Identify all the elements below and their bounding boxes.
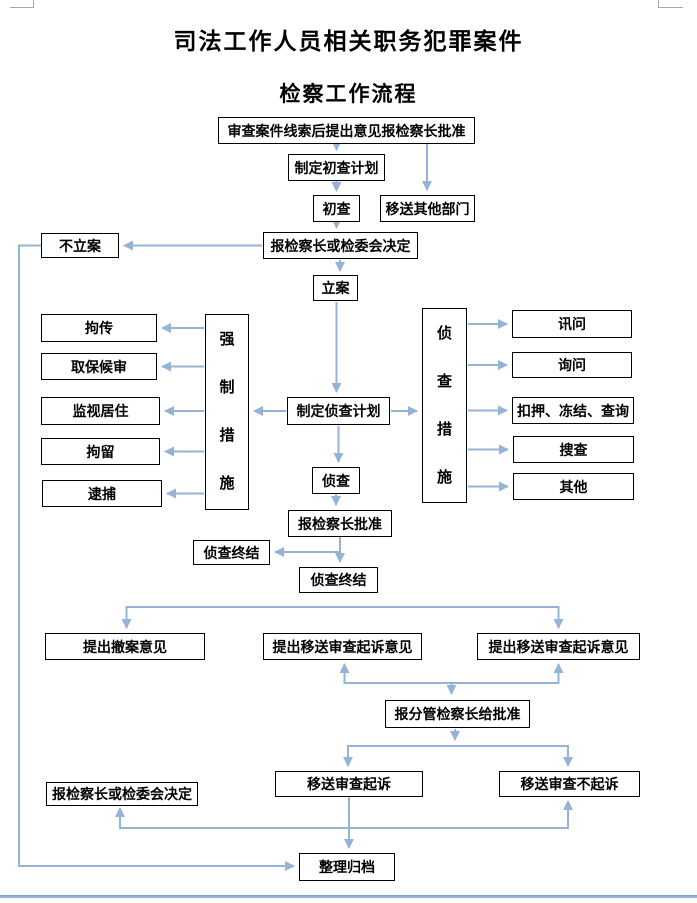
node-detention: 拘留 <box>41 438 160 465</box>
conn-nonpros-to-report2 <box>115 800 573 829</box>
page-title: 司法工作人员相关职务犯罪案件 <box>173 28 524 54</box>
crop-mark-top-left <box>10 0 34 8</box>
page-subtitle: 检察工作流程 <box>279 83 418 106</box>
node-report-chief-or-committee: 报检察长或检委会决定 <box>263 232 418 259</box>
node-report-chief-approval: 报检察长批准 <box>288 510 392 537</box>
node-investigation-conclude-center: 侦查终结 <box>299 567 378 593</box>
node-investigation: 侦查 <box>312 467 360 494</box>
page-bottom-border <box>0 895 697 898</box>
node-plan-investigation: 制定侦查计划 <box>287 397 390 425</box>
node-no-case: 不立案 <box>41 233 119 258</box>
conn-no-case-to-archive <box>18 244 295 871</box>
node-interrogation: 讯问 <box>512 310 632 338</box>
node-propose-withdraw: 提出撤案意见 <box>45 633 205 660</box>
node-transfer-non-prosecution: 移送审查不起诉 <box>499 771 640 797</box>
node-transfer-other-dept: 移送其他部门 <box>380 195 475 222</box>
node-propose-prosecution-center: 提出移送审查起诉意见 <box>263 633 422 660</box>
node-search: 搜查 <box>513 436 634 463</box>
node-bail: 取保候审 <box>41 353 157 380</box>
node-report-chief-or-committee-2: 报检察长或检委会决定 <box>46 782 198 806</box>
node-investigation-conclude-left: 侦查终结 <box>193 540 270 565</box>
node-initial-inquiry: 初查 <box>313 195 360 222</box>
conn-split-to-withdraw-and-right <box>121 606 564 629</box>
node-file-case: 立案 <box>313 275 358 301</box>
node-investigation-measures: 侦查措施 <box>422 308 467 503</box>
crop-mark-top-right <box>658 0 683 8</box>
node-summon: 拘传 <box>41 314 157 342</box>
node-coercive-measures: 强制措施 <box>205 314 249 510</box>
node-arrest: 逮捕 <box>42 480 162 507</box>
node-transfer-prosecution: 移送审查起诉 <box>275 771 423 797</box>
node-report-deputy-chief: 报分管检察长给批准 <box>385 700 530 728</box>
node-seizure-freeze-query: 扣押、冻结、查询 <box>512 397 634 424</box>
node-residential-surveillance: 监视居住 <box>41 397 160 425</box>
node-inquiry: 询问 <box>512 352 632 378</box>
node-propose-prosecution-right: 提出移送审查起诉意见 <box>477 633 640 660</box>
node-review-clues: 审查案件线索后提出意见报检察长批准 <box>218 117 475 144</box>
node-archive: 整理归档 <box>299 853 395 881</box>
conn-funnel-to-propose-boxes <box>339 663 564 684</box>
conn-split-to-transfer-boxes <box>343 745 573 767</box>
node-other-measures: 其他 <box>513 473 634 500</box>
node-plan-initial-inquiry: 制定初查计划 <box>288 154 385 181</box>
